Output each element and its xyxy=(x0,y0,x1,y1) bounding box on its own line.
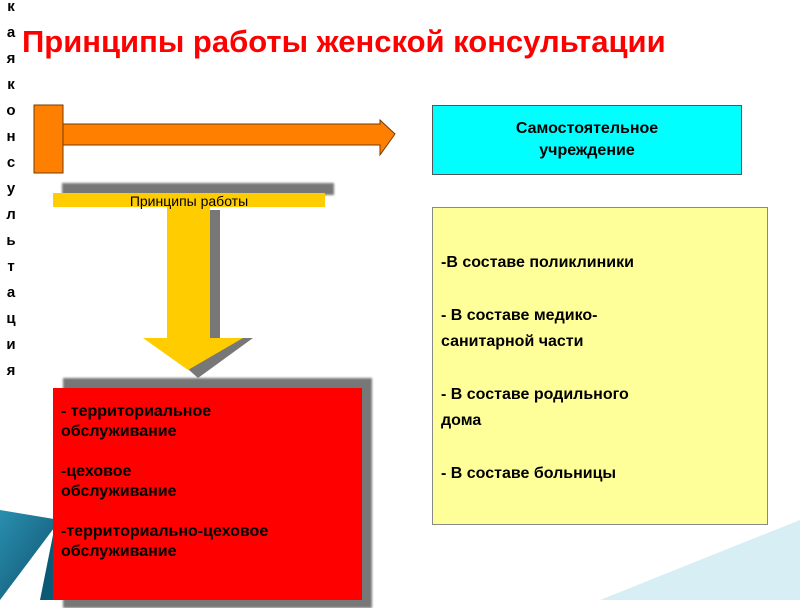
slide-title: Принципы работы женской консультации xyxy=(22,24,666,59)
service-item: -цеховое обслуживание xyxy=(61,463,177,500)
principles-bar-shadow xyxy=(62,183,334,195)
orange-right-arrow xyxy=(62,118,396,157)
service-types-box: - территориальное обслуживание -цеховое … xyxy=(53,388,362,600)
principles-bar: Принципы работы xyxy=(53,193,325,209)
decorative-light-shape xyxy=(600,520,800,600)
service-item: - территориальное обслуживание xyxy=(61,403,212,440)
service-item: -территориально-цеховое обслуживание xyxy=(61,523,269,560)
orange-arrow-base xyxy=(33,104,64,174)
structure-options-box: -В составе поликлиники - В составе медик… xyxy=(432,207,768,525)
structure-item: - В составе больницы xyxy=(441,465,617,482)
structure-item: -В составе поликлиники xyxy=(441,254,634,271)
structure-item: - В составе медико- санитарной части xyxy=(441,307,598,350)
independent-institution-box: Самостоятельное учреждение xyxy=(432,105,742,175)
structure-item: - В составе родильного дома xyxy=(441,386,629,429)
yellow-down-arrow xyxy=(143,207,243,370)
